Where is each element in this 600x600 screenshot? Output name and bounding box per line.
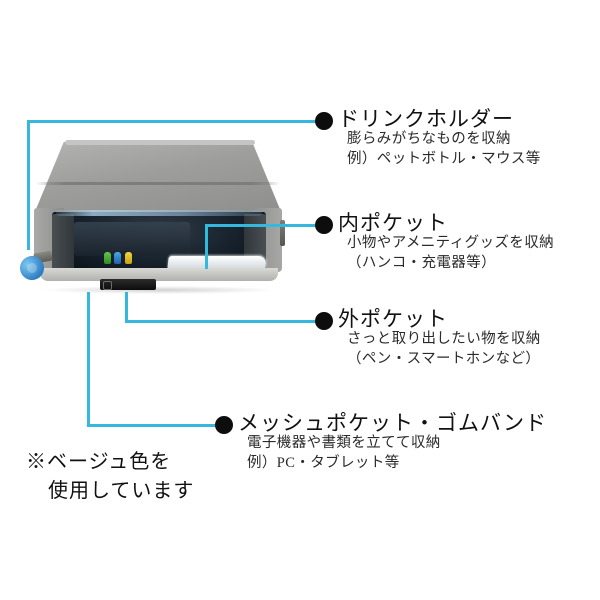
callout-title-inner-pocket: 内ポケット xyxy=(338,211,448,235)
bullet-outer-pocket xyxy=(315,312,333,330)
leader-line-mesh-pocket-horizontal xyxy=(87,424,220,427)
callout-desc1-outer-pocket: さっと取り出したい物を収納 xyxy=(347,331,541,348)
colored-pens xyxy=(104,252,138,264)
leader-line-drink-holder-vertical xyxy=(27,120,30,250)
bag-base xyxy=(40,268,278,281)
bag-strap-ring xyxy=(103,281,112,290)
callout-title-drink-holder: ドリンクホルダー xyxy=(338,107,514,131)
callout-title-mesh-pocket: メッシュポケット・ゴムバンド xyxy=(238,411,548,435)
callout-inner-pocket: 内ポケット 小物やアメニティグッズを収納 （ハンコ・充電器等） xyxy=(338,212,554,273)
callout-desc1-inner-pocket: 小物やアメニティグッズを収納 xyxy=(347,235,555,252)
callout-desc2-drink-holder: 例）ペットボトル・マウス等 xyxy=(347,150,541,167)
callout-desc1-mesh-pocket: 電子機器や書類を立てて収納 xyxy=(247,435,441,452)
callout-desc1-drink-holder: 膨らみがちなものを収納 xyxy=(347,131,511,148)
bullet-inner-pocket xyxy=(315,216,333,234)
beige-note-line2: 使用しています xyxy=(48,480,195,502)
pen-green xyxy=(104,252,111,264)
callout-outer-pocket: 外ポケット さっと取り出したい物を収納 （ペン・スマートホンなど） xyxy=(338,308,541,369)
bag-shadow xyxy=(44,286,274,294)
bullet-drink-holder xyxy=(315,112,333,130)
bag-opening-highlight xyxy=(56,210,262,216)
bag-flap-top-edge xyxy=(65,140,255,145)
leader-line-inner-pocket-vertical xyxy=(205,224,208,269)
callout-mesh-pocket: メッシュポケット・ゴムバンド 電子機器や書類を立てて収納 例）PC・タブレット等 xyxy=(238,412,547,473)
callout-title-outer-pocket: 外ポケット xyxy=(338,307,448,331)
product-photo xyxy=(16,140,298,305)
callout-desc2-mesh-pocket: 例）PC・タブレット等 xyxy=(247,454,400,471)
leader-line-outer-pocket-horizontal xyxy=(125,320,320,323)
beige-color-note: ※ベージュ色を 使用しています xyxy=(26,448,194,506)
bag-inner-left-panel xyxy=(52,214,74,272)
callout-drink-holder: ドリンクホルダー 膨らみがちなものを収納 例）ペットボトル・マウス等 xyxy=(338,108,541,169)
bag-inner-panel xyxy=(74,222,190,256)
callout-desc2-inner-pocket: （ハンコ・充電器等） xyxy=(347,254,496,271)
callout-desc2-outer-pocket: （ペン・スマートホンなど） xyxy=(347,350,541,367)
leader-line-drink-holder-horizontal xyxy=(27,120,320,123)
bag-side-zipper xyxy=(280,220,285,246)
leader-line-outer-pocket-vertical xyxy=(125,292,128,323)
bullet-mesh-pocket xyxy=(215,416,233,434)
beige-note-line1: ※ベージュ色を xyxy=(26,451,172,473)
leader-line-mesh-pocket-vertical xyxy=(87,292,90,427)
bag-front-strap xyxy=(100,279,156,290)
leader-line-inner-pocket-horizontal xyxy=(205,224,320,227)
pen-blue xyxy=(114,252,121,264)
bag-flap-seam xyxy=(36,182,280,185)
pen-yellow xyxy=(125,252,132,264)
bag-top-flap xyxy=(34,142,282,214)
